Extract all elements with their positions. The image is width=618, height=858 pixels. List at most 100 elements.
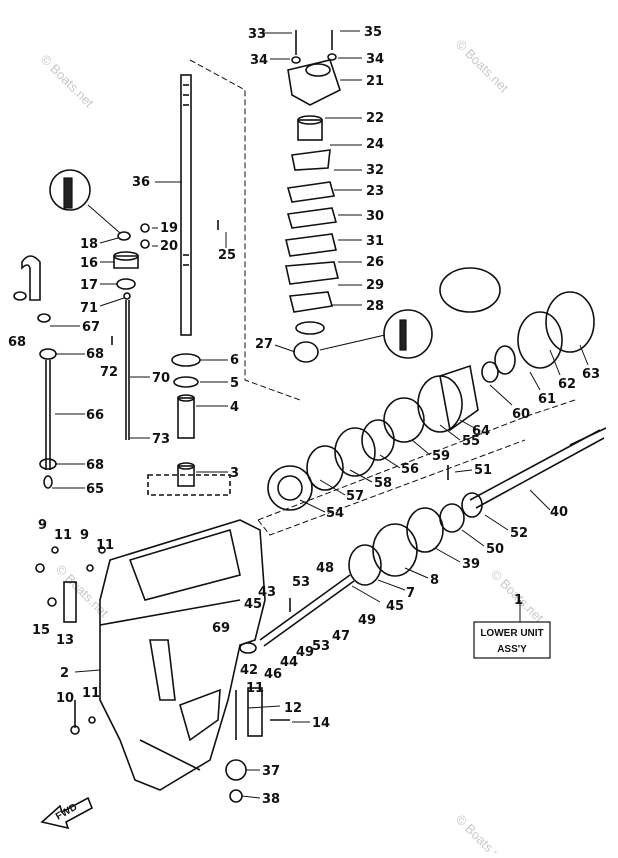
label-2: 2	[60, 666, 69, 681]
label-54: 54	[326, 506, 344, 521]
label-14: 14	[312, 716, 330, 731]
label-56: 56	[401, 462, 419, 477]
label-61: 61	[538, 392, 556, 407]
label-11-right: 11	[96, 538, 114, 553]
label-71: 71	[80, 301, 98, 316]
label-67: 67	[82, 320, 100, 335]
part-labels: 33 34 35 34 21 22 24 32 23 30 31 26 29 2…	[8, 25, 600, 807]
label-65: 65	[86, 482, 104, 497]
shift-rod-73	[111, 292, 131, 440]
lower-unit-housing	[99, 519, 266, 791]
label-6: 6	[230, 353, 239, 368]
label-24: 24	[366, 137, 384, 152]
label-28: 28	[366, 299, 384, 314]
label-13: 13	[56, 633, 74, 648]
label-29: 29	[366, 278, 384, 293]
bottom-parts	[35, 546, 290, 803]
label-9-right: 9	[80, 528, 89, 543]
label-43: 43	[258, 585, 276, 600]
label-50: 50	[486, 542, 504, 557]
label-34-left: 34	[250, 53, 268, 68]
label-3: 3	[230, 466, 239, 481]
water-pump	[285, 30, 433, 363]
label-63: 63	[582, 367, 600, 382]
label-34-right: 34	[366, 52, 384, 67]
label-39: 39	[462, 557, 480, 572]
label-44: 44	[280, 655, 298, 670]
label-55: 55	[462, 434, 480, 449]
title-box: LOWER UNIT ASS'Y	[473, 600, 551, 659]
label-46: 46	[264, 667, 282, 682]
label-64: 64	[472, 424, 490, 439]
label-7: 7	[406, 586, 415, 601]
fwd-label: FWD	[54, 802, 79, 823]
drive-shaft	[180, 59, 301, 401]
label-69: 69	[212, 621, 230, 636]
label-11-bottom: 11	[82, 686, 100, 701]
label-11-left: 11	[54, 528, 72, 543]
shift-plunger-parts	[239, 574, 355, 654]
label-1: 1	[514, 593, 523, 608]
prop-shaft-assembly	[257, 267, 607, 586]
label-26: 26	[366, 255, 384, 270]
label-59: 59	[432, 449, 450, 464]
label-68-mid: 68	[86, 347, 104, 362]
watermark-mid-left: © Boats.net	[53, 562, 112, 621]
label-20: 20	[160, 239, 178, 254]
label-52: 52	[510, 526, 528, 541]
label-25: 25	[218, 248, 236, 263]
label-53-bottom: 53	[312, 639, 330, 654]
label-4: 4	[230, 400, 239, 415]
shift-rod	[13, 255, 57, 489]
label-22: 22	[366, 111, 384, 126]
label-68-top: 68	[8, 335, 26, 350]
title-line2: ASS'Y	[497, 644, 527, 655]
label-57: 57	[346, 489, 364, 504]
label-40: 40	[550, 505, 568, 520]
label-15: 15	[32, 623, 50, 638]
label-49-right: 49	[358, 613, 376, 628]
drive-shaft-bearings	[147, 353, 231, 496]
label-31: 31	[366, 234, 384, 249]
label-60: 60	[512, 407, 530, 422]
label-30: 30	[366, 209, 384, 224]
label-70: 70	[152, 371, 170, 386]
watermark-bottom-right: © Boats.net	[453, 812, 512, 853]
label-68-bottom: 68	[86, 458, 104, 473]
label-16: 16	[80, 256, 98, 271]
label-49-left: 49	[296, 645, 314, 660]
label-62: 62	[558, 377, 576, 392]
shift-cam-parts	[49, 169, 219, 290]
label-9-left: 9	[38, 518, 47, 533]
label-45-right: 45	[386, 599, 404, 614]
label-21: 21	[366, 74, 384, 89]
label-73: 73	[152, 432, 170, 447]
label-5: 5	[230, 376, 239, 391]
label-72: 72	[100, 365, 118, 380]
label-66: 66	[86, 408, 104, 423]
label-27: 27	[255, 337, 273, 352]
label-53-top: 53	[292, 575, 310, 590]
label-51: 51	[474, 463, 492, 478]
title-line1: LOWER UNIT	[480, 628, 543, 639]
label-58: 58	[374, 476, 392, 491]
label-37: 37	[262, 764, 280, 779]
leader-lines	[50, 30, 589, 799]
label-38: 38	[262, 792, 280, 807]
fwd-arrow: FWD	[40, 796, 94, 830]
label-11-lower: 11	[246, 681, 264, 696]
label-12: 12	[284, 701, 302, 716]
label-18: 18	[80, 237, 98, 252]
watermark-top-right: © Boats.net	[453, 37, 512, 96]
label-47: 47	[332, 629, 350, 644]
label-17: 17	[80, 278, 98, 293]
label-32: 32	[366, 163, 384, 178]
label-33: 33	[248, 27, 266, 42]
label-45-left: 45	[244, 597, 262, 612]
label-35: 35	[364, 25, 382, 40]
label-23: 23	[366, 184, 384, 199]
label-48: 48	[316, 561, 334, 576]
label-36: 36	[132, 175, 150, 190]
